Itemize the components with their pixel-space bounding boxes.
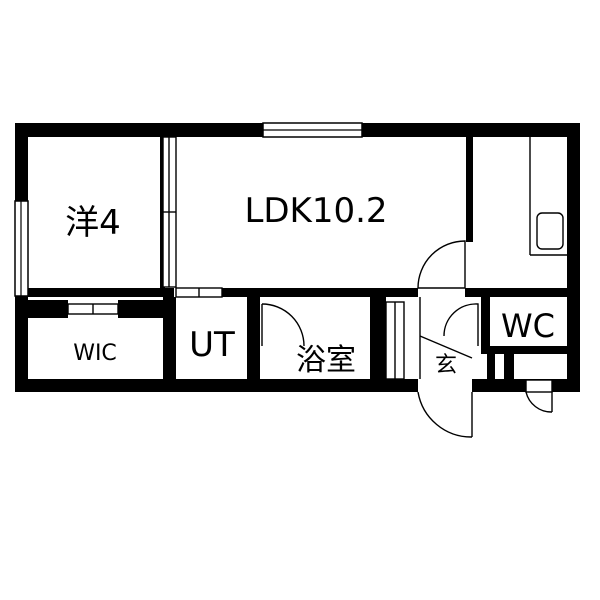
room-label-wc: WC [501, 307, 555, 345]
wall-wic-ut [163, 297, 176, 379]
wall-mid-horizontal-2 [222, 288, 418, 297]
sliding-door-western [162, 136, 177, 288]
room-label-wic: WIC [73, 341, 117, 366]
wall-wic-top-2 [118, 300, 163, 318]
door-outer-storage [525, 379, 553, 413]
wall-top-left [15, 123, 263, 137]
wall-wic-top [28, 300, 68, 318]
room-label-ldk: LDK10.2 [244, 191, 387, 231]
room-label-ut: UT [189, 325, 235, 365]
wall-wc-bottom [481, 346, 567, 354]
door-front [417, 391, 473, 438]
wall-wc-stub-2 [504, 354, 514, 379]
room-label-western: 洋4 [65, 203, 121, 243]
room-label-bath: 浴室 [296, 343, 356, 378]
sliding-door-wic [67, 303, 119, 315]
ldk-window [262, 122, 363, 138]
door-bath [261, 303, 305, 347]
wall-mid-horizontal [28, 288, 174, 297]
door-wc [419, 303, 479, 359]
wall-bath-right [370, 297, 386, 379]
interior-walls [28, 137, 567, 379]
wall-kitchen-stub [466, 137, 473, 242]
wall-top-right [362, 123, 580, 137]
wall-left-upper [15, 123, 28, 201]
room-label-entrance: 玄 [435, 353, 457, 378]
sliding-door-ut [175, 287, 223, 298]
wall-entrance-top [465, 288, 567, 297]
wall-right [567, 123, 580, 391]
kitchen-counter [529, 137, 567, 256]
wall-ut-bath [247, 297, 260, 379]
western-window [14, 200, 29, 297]
door-entrance-ldk [417, 240, 466, 289]
sink-icon [536, 212, 564, 250]
wall-bottom-main [15, 379, 418, 392]
shoe-closet [385, 301, 405, 380]
wall-wc-left [481, 297, 490, 349]
wall-left-lower [15, 296, 28, 392]
wall-wc-stub [487, 354, 495, 379]
